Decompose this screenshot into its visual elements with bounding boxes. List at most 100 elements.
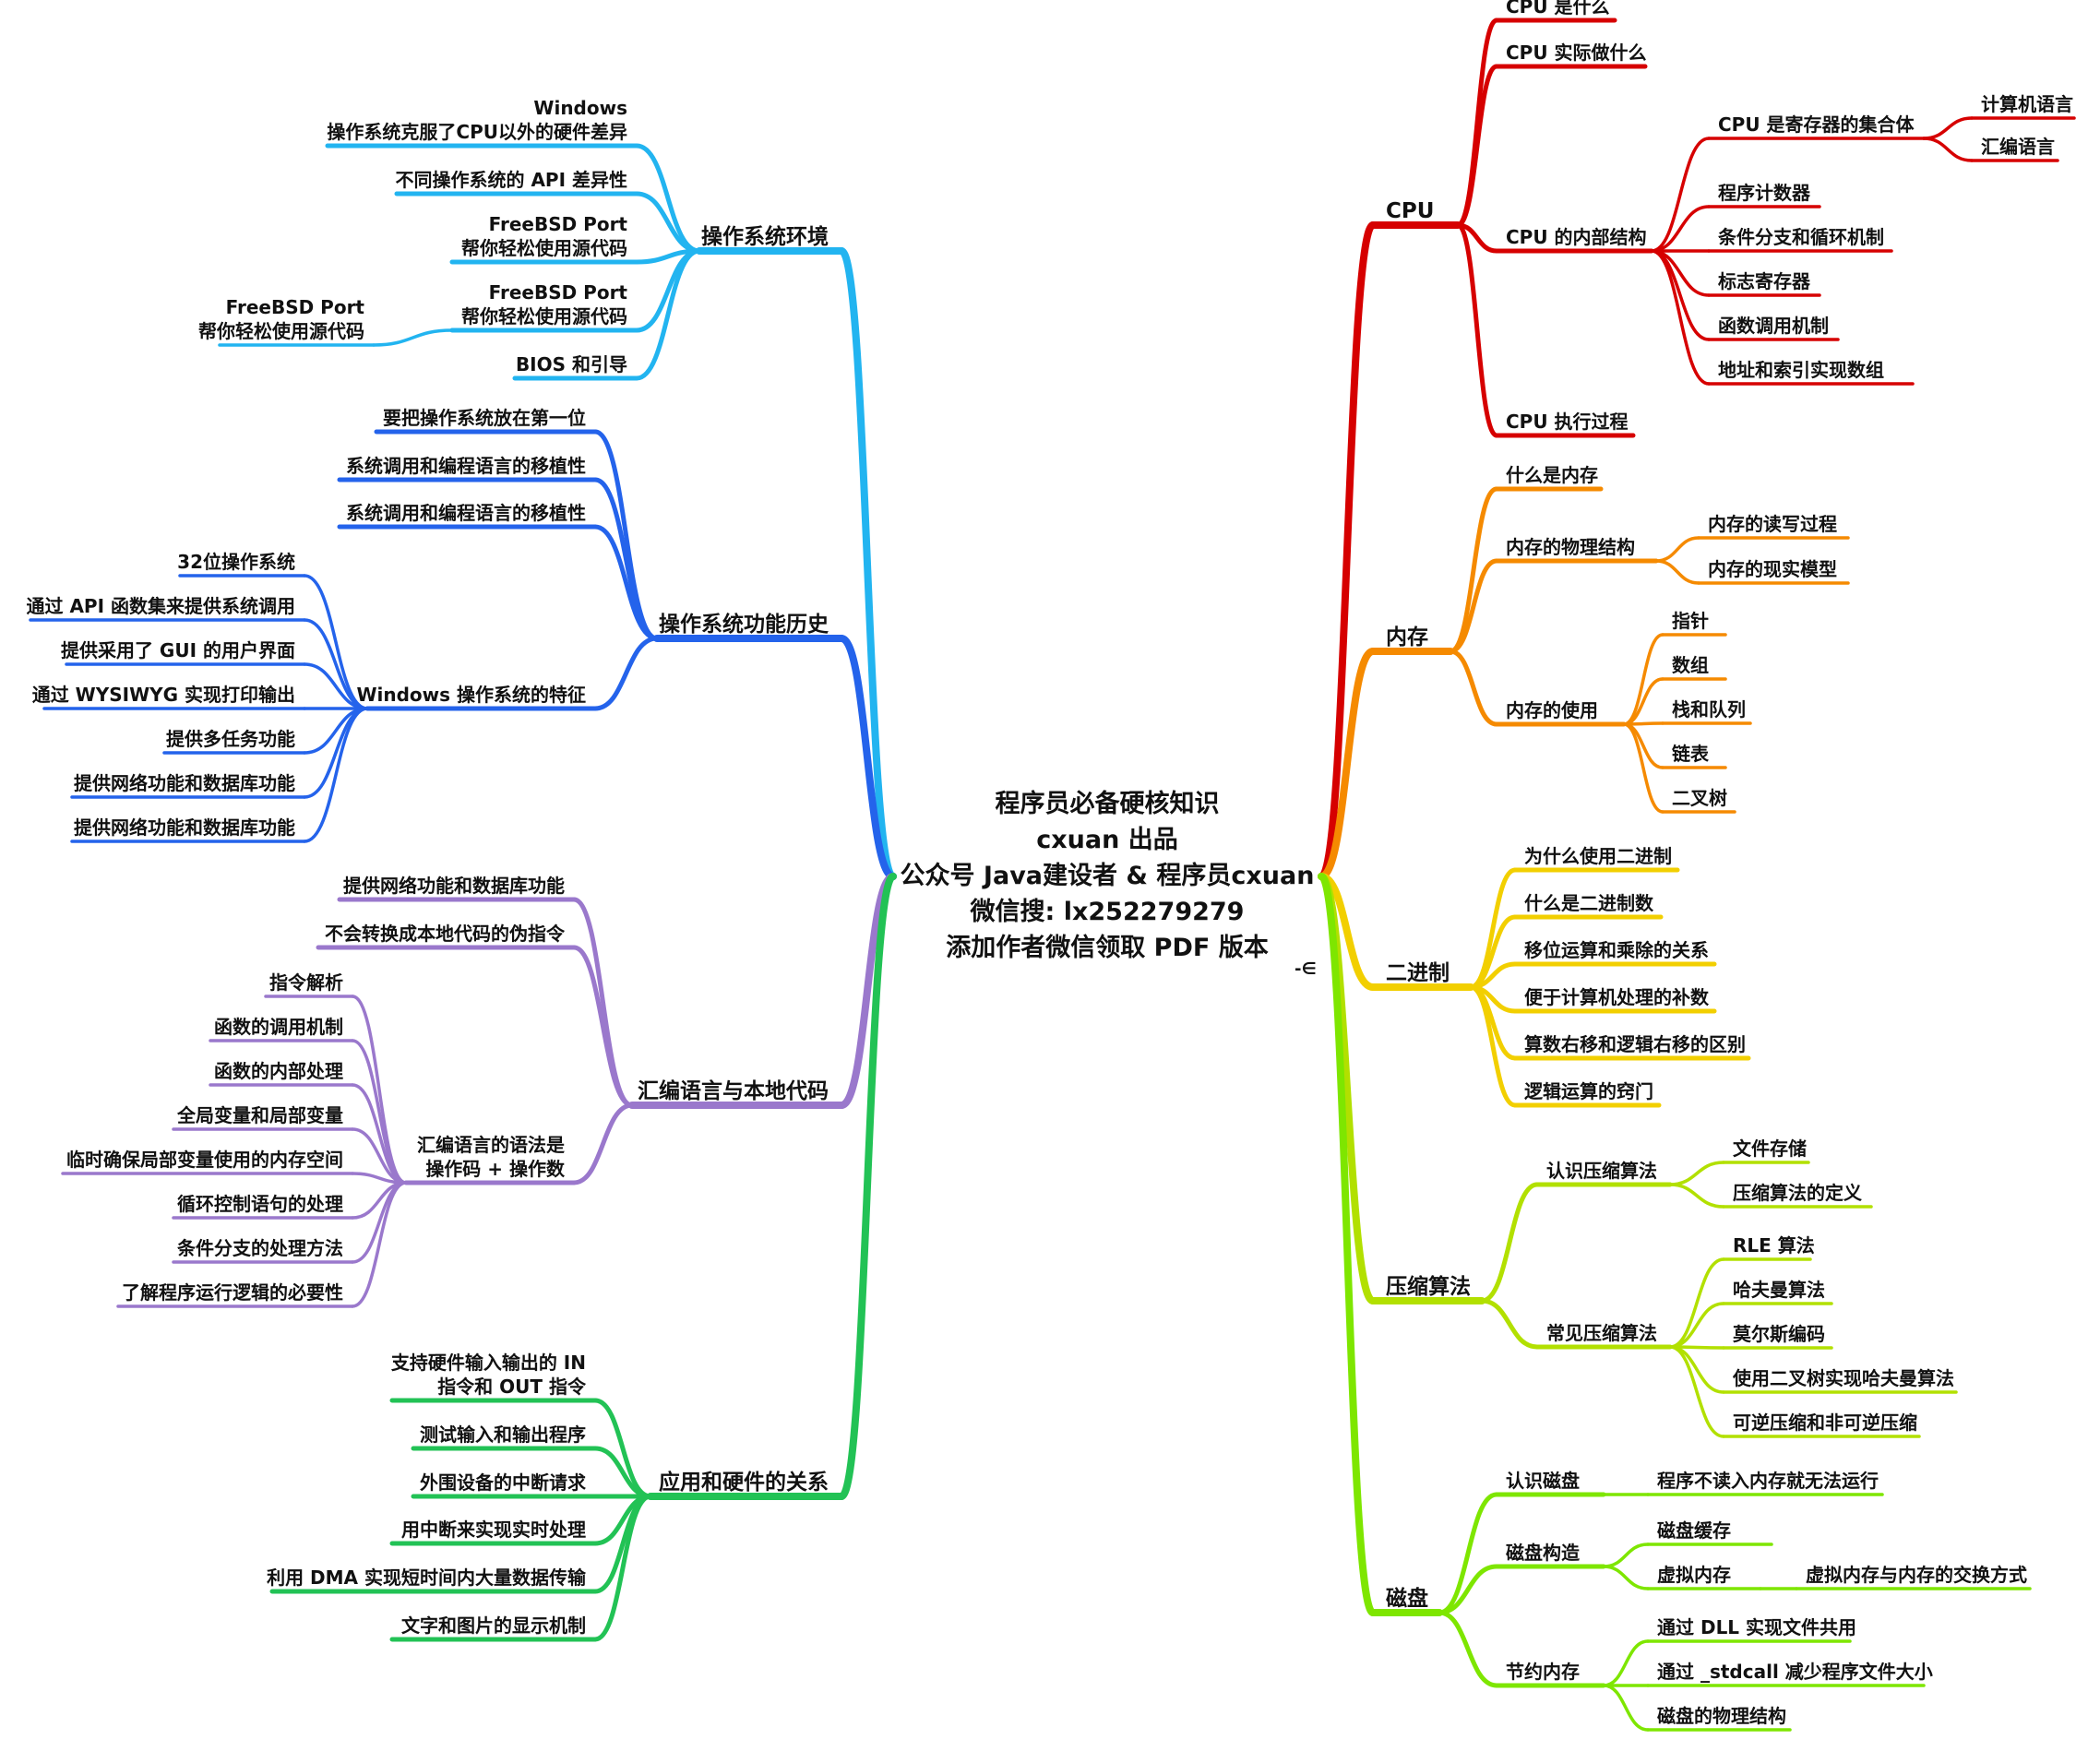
branch-asm-node-3-1: 指令解析: [269, 971, 343, 994]
branch-compress-node-2-5: 可逆压缩和非可逆压缩: [1733, 1412, 1917, 1434]
branch-os-env-node-2: 不同操作系统的 API 差异性: [395, 169, 627, 191]
branch-memory-node-2-1: 内存的读写过程: [1708, 513, 1837, 535]
branch-app-hw-node-1-line-1: 支持硬件输入输出的 IN: [391, 1352, 586, 1374]
branch-cpu-node-4-edge: [1455, 222, 1499, 438]
branch-binary-node-6: 逻辑运算的窍门: [1524, 1080, 1653, 1102]
branch-os-history-node-4-4: 通过 WYSIWYG 实现打印输出: [32, 684, 295, 706]
branch-memory-node-3-5: 二叉树: [1672, 787, 1727, 809]
root-title-line-3: 公众号 Java建设者 & 程序员cxuan: [901, 861, 1315, 890]
branch-cpu-label: CPU: [1386, 199, 1434, 223]
branch-asm-node-1: 提供网络功能和数据库功能: [343, 875, 565, 897]
branch-asm-node-3-line-1: 汇编语言的语法是: [417, 1134, 565, 1156]
branch-os-env-node-4-1-line-2: 帮你轻松使用源代码: [198, 320, 364, 342]
branch-os-env-node-2-edge: [634, 191, 702, 254]
branch-disk-node-2-2: 虚拟内存: [1657, 1564, 1731, 1586]
branch-os-history-node-1: 要把操作系统放在第一位: [383, 407, 586, 429]
branch-asm-node-1-edge: [571, 897, 635, 1108]
branch-memory-node-3-5-edge: [1622, 722, 1664, 814]
branch-asm-label: 汇编语言与本地代码: [638, 1078, 829, 1103]
branch-os-env-node-5: BIOS 和引导: [516, 353, 627, 375]
branch-disk-node-2-edge: [1437, 1564, 1499, 1615]
branch-os-history-node-2-edge: [592, 477, 660, 641]
branch-disk-node-3-2: 通过 _stdcall 减少程序文件大小: [1657, 1661, 1933, 1683]
branch-asm-node-2: 不会转换成本地代码的伪指令: [325, 923, 566, 945]
branch-os-history-node-4-3: 提供采用了 GUI 的用户界面: [61, 639, 295, 661]
branch-os-env-label: 操作系统环境: [701, 224, 829, 249]
branch-cpu-node-3-1-edge: [1650, 137, 1711, 253]
branch-disk-node-3-1: 通过 DLL 实现文件共用: [1657, 1616, 1856, 1638]
branch-os-history-node-2: 系统调用和编程语言的移植性: [346, 455, 586, 477]
branch-compress-node-2-3: 莫尔斯编码: [1732, 1323, 1825, 1345]
mind-map-labels: 程序员必备硬核知识 cxuan 出品 公众号 Java建设者 & 程序员cxua…: [26, 0, 2073, 1727]
root-title-line-1: 程序员必备硬核知识: [996, 789, 1220, 818]
branch-cpu-node-2-edge: [1455, 64, 1499, 228]
branch-app-hw-label: 应用和硬件的关系: [659, 1470, 829, 1495]
branch-cpu-node-1: CPU 是什么: [1506, 0, 1610, 18]
root-marker: -∈: [1295, 959, 1317, 979]
branch-memory-node-3-edge: [1448, 649, 1499, 727]
branch-memory-node-3-3: 栈和队列: [1672, 698, 1746, 721]
branch-os-env-node-5-edge: [634, 248, 702, 381]
root-title-line-4: 微信搜: lx252279279: [970, 898, 1245, 926]
branch-app-hw-node-2: 测试输入和输出程序: [420, 1423, 586, 1446]
branch-cpu-node-3-1-2: 汇编语言: [1981, 136, 2055, 158]
branch-os-env-node-4-1-line-1: FreeBSD Port: [226, 296, 365, 318]
branch-memory-node-2-2: 内存的现实模型: [1708, 558, 1837, 580]
branch-memory-node-2: 内存的物理结构: [1506, 536, 1635, 558]
branch-memory-node-3: 内存的使用: [1506, 699, 1598, 721]
branch-os-history-node-4-1: 32位操作系统: [177, 551, 295, 573]
branch-memory-node-3-4: 链表: [1672, 743, 1710, 765]
branch-app-hw-trunk: [838, 873, 897, 1500]
branch-os-env-node-4-1-edge: [372, 328, 454, 347]
branch-app-hw-node-5: 利用 DMA 实现短时间内大量数据传输: [267, 1566, 587, 1589]
branch-binary-node-6-edge: [1468, 984, 1518, 1108]
branch-disk-node-1-edge: [1437, 1492, 1499, 1615]
branch-compress-node-2-2-edge: [1668, 1302, 1725, 1349]
branch-compress-node-2-5-edge: [1668, 1345, 1725, 1438]
branch-asm-node-3-2-edge: [351, 1039, 408, 1185]
branch-disk-node-1-1: 程序不读入内存就无法运行: [1657, 1470, 1879, 1492]
branch-os-history-node-1-edge: [592, 429, 660, 641]
branch-binary-node-4: 便于计算机处理的补数: [1524, 986, 1710, 1008]
branch-os-history-node-4-5: 提供多任务功能: [166, 728, 295, 750]
branch-os-history-node-4-6: 提供网络功能和数据库功能: [74, 772, 295, 794]
branch-asm-node-3-5: 临时确保局部变量使用的内存空间: [66, 1149, 343, 1171]
branch-os-env-node-1-line-1: Windows: [533, 97, 627, 119]
branch-compress-label: 压缩算法: [1386, 1274, 1471, 1299]
branch-cpu-node-3-3: 条件分支和循环机制: [1718, 226, 1884, 248]
branch-memory-node-2-1-edge: [1654, 536, 1700, 563]
branch-disk-node-3-edge: [1437, 1610, 1499, 1688]
branch-asm-node-3-8: 了解程序运行逻辑的必要性: [122, 1281, 343, 1304]
branch-disk-label: 磁盘: [1386, 1586, 1428, 1611]
branch-disk-node-2-1-edge: [1602, 1543, 1650, 1568]
branch-disk-node-2-2-edge: [1602, 1565, 1650, 1590]
branch-cpu-node-3-1-1: 计算机语言: [1981, 93, 2073, 115]
branch-binary-node-1: 为什么使用二进制: [1524, 845, 1672, 867]
branch-os-history-trunk: [838, 635, 897, 880]
branch-compress-node-1-1-edge: [1668, 1161, 1725, 1186]
branch-compress-node-1: 认识压缩算法: [1546, 1160, 1657, 1182]
branch-asm-node-3-3-edge: [351, 1083, 408, 1185]
branch-cpu-node-4: CPU 执行过程: [1506, 411, 1629, 433]
branch-binary-label: 二进制: [1386, 961, 1450, 985]
branch-cpu-node-3-1-2-edge: [1922, 137, 1974, 162]
branch-os-history-node-4-2-edge: [303, 618, 369, 710]
branch-binary-node-5: 算数右移和逻辑右移的区别: [1524, 1033, 1746, 1055]
branch-disk-node-1: 认识磁盘: [1506, 1470, 1580, 1492]
branch-os-env-node-4-line-1: FreeBSD Port: [489, 281, 628, 304]
branch-compress-node-2-1-edge: [1668, 1257, 1725, 1349]
branch-os-history-label: 操作系统功能历史: [659, 612, 829, 637]
branch-app-hw-node-6-edge: [592, 1494, 653, 1642]
branch-asm-node-3-7: 条件分支的处理方法: [177, 1237, 343, 1259]
branch-os-env-trunk: [838, 247, 897, 880]
branch-os-history-node-4-7-edge: [303, 707, 369, 843]
branch-cpu-node-3-2: 程序计数器: [1718, 182, 1811, 204]
branch-compress-node-2-2: 哈夫曼算法: [1733, 1279, 1825, 1301]
branch-cpu-node-3-1: CPU 是寄存器的集合体: [1718, 113, 1915, 136]
branch-disk-node-2-1: 磁盘缓存: [1657, 1519, 1731, 1542]
branch-disk-node-3-1-edge: [1602, 1639, 1650, 1687]
root-title-line-5: 添加作者微信领取 PDF 版本: [946, 934, 1268, 962]
branch-compress-node-1-2-edge: [1668, 1183, 1725, 1209]
branch-cpu-node-3-1-1-edge: [1922, 116, 1974, 140]
branch-asm-node-3-4: 全局变量和局部变量: [176, 1104, 343, 1126]
